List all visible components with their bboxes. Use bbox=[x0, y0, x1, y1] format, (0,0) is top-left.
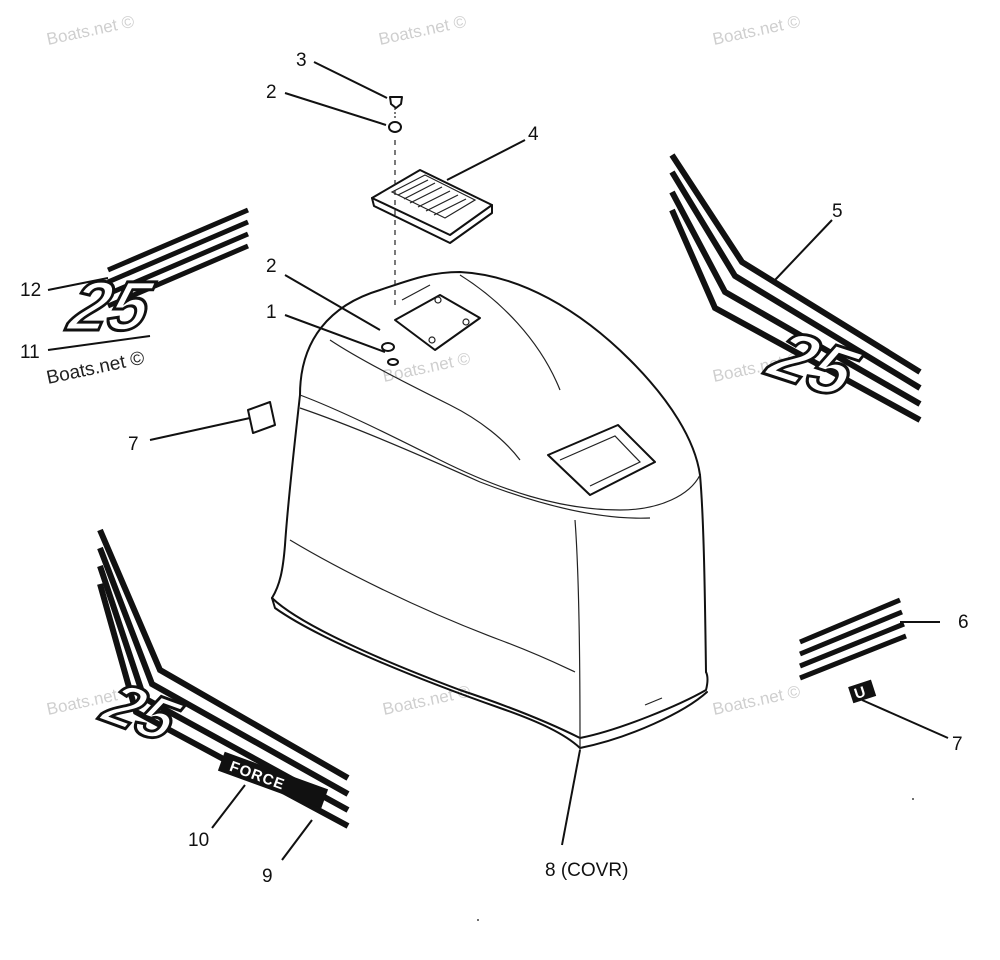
watermark: Boats.net © bbox=[377, 12, 469, 49]
cover-lower-lip-inner bbox=[271, 597, 708, 749]
watermark: Boats.net © bbox=[381, 682, 473, 719]
brand-badge bbox=[217, 751, 329, 809]
callout-12: 12 bbox=[20, 280, 41, 301]
cover-vent bbox=[547, 424, 656, 496]
callout-8: 8 (COVR) bbox=[545, 860, 628, 881]
cover-left-side bbox=[271, 394, 301, 599]
washer-seat bbox=[387, 358, 399, 366]
callout-2-lower: 2 bbox=[266, 256, 277, 277]
decal-right-lower: U bbox=[799, 597, 907, 704]
decal-left-lower: 25 FORCE bbox=[89, 528, 350, 829]
callouts: 3 2 4 2 1 5 12 11 7 6 7 8 (COVR) 10 9 bbox=[20, 50, 969, 887]
watermark: Boats.net © bbox=[711, 682, 803, 719]
callout-4: 4 bbox=[528, 124, 539, 145]
cover-right-side bbox=[699, 474, 707, 673]
decal-left-upper: 25 bbox=[58, 207, 249, 347]
screw-hole bbox=[381, 342, 395, 352]
cover-lower-lip bbox=[271, 597, 709, 739]
callout-11: 11 bbox=[20, 342, 40, 363]
watermark: Boats.net © bbox=[381, 349, 473, 386]
top-screw-assembly bbox=[388, 96, 403, 310]
handle-grip bbox=[371, 169, 493, 244]
callout-7-lower: 7 bbox=[952, 734, 963, 755]
small-square-decal bbox=[247, 401, 276, 434]
leader-lines bbox=[47, 61, 949, 861]
small-tag-decal bbox=[848, 679, 877, 704]
screw bbox=[389, 96, 403, 109]
cover-top-plate bbox=[394, 294, 481, 351]
callout-9: 9 bbox=[262, 866, 273, 887]
callout-1: 1 bbox=[266, 302, 277, 323]
engine-cover bbox=[271, 271, 709, 750]
callout-3: 3 bbox=[296, 50, 307, 71]
watermark: Boats.net © bbox=[711, 12, 803, 49]
callout-5: 5 bbox=[832, 201, 843, 222]
cover-shoulder-crease bbox=[299, 394, 701, 511]
washer bbox=[388, 121, 402, 133]
decal-right-upper: 25 bbox=[669, 153, 922, 423]
callout-7-upper: 7 bbox=[128, 434, 139, 455]
watermarks: Boats.net © Boats.net © Boats.net © Boat… bbox=[45, 12, 803, 719]
callout-2-top: 2 bbox=[266, 82, 277, 103]
watermark: Boats.net © bbox=[45, 12, 137, 49]
decal-number-left: 25 bbox=[60, 268, 161, 346]
callout-10: 10 bbox=[188, 830, 209, 851]
small-tag-text: U bbox=[852, 683, 869, 703]
cover-top-outline bbox=[299, 271, 701, 476]
watermark-dark: Boats.net © bbox=[45, 348, 147, 389]
callout-6: 6 bbox=[958, 612, 969, 633]
